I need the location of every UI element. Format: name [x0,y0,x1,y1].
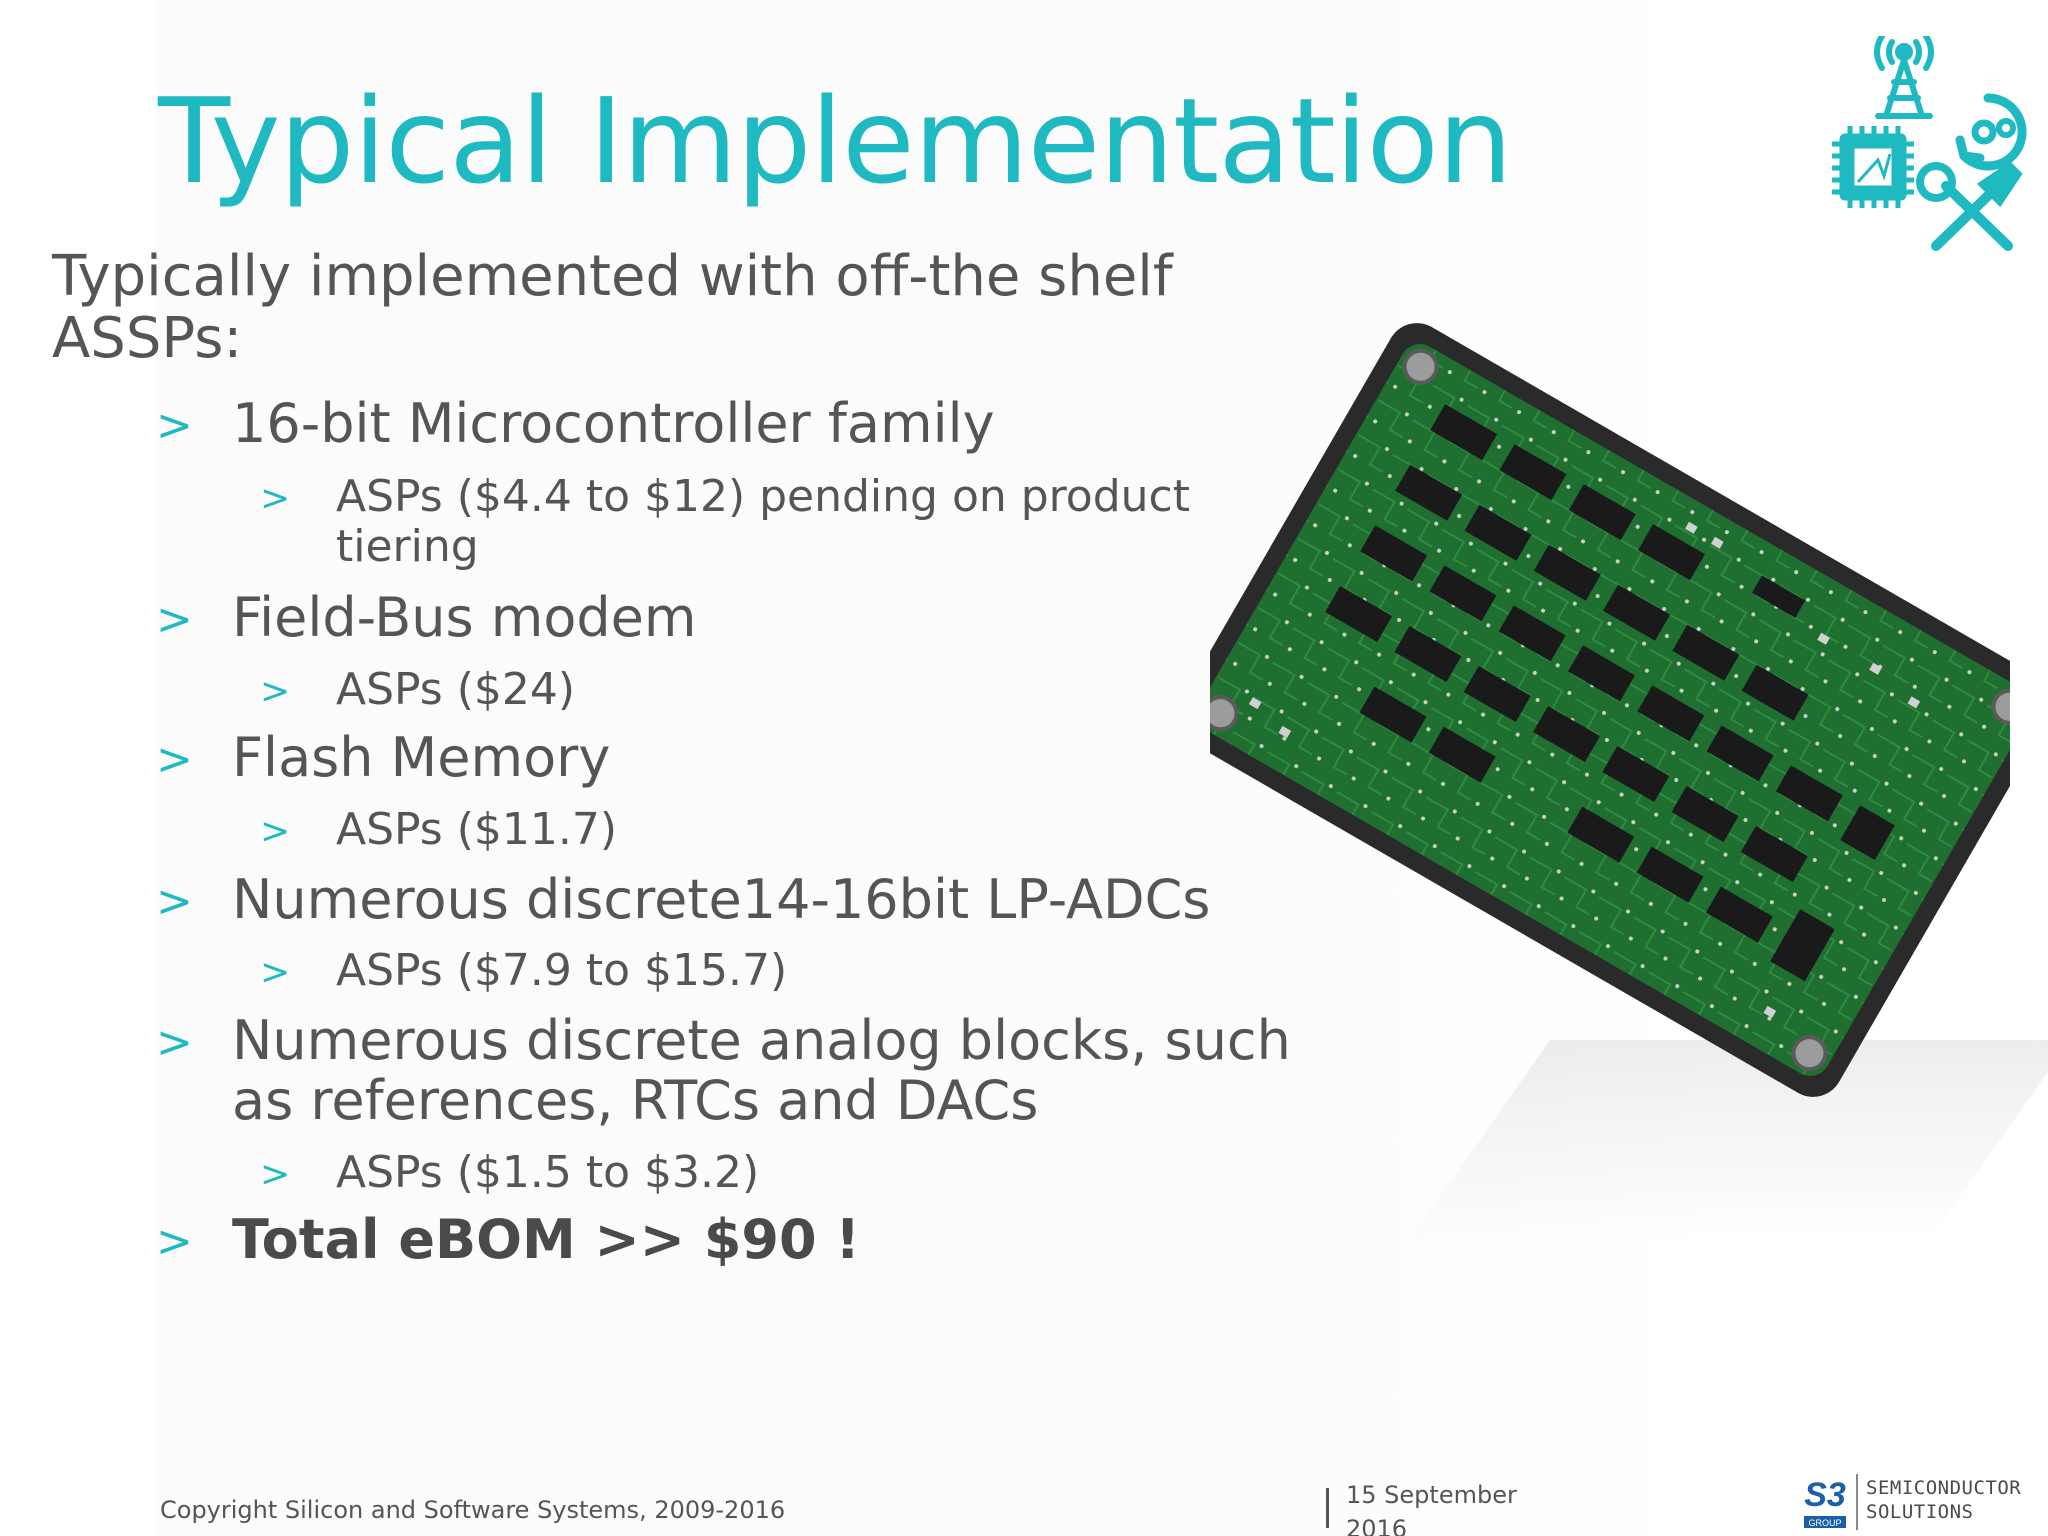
bullet-marker: > [156,734,193,785]
logo-divider [1856,1474,1858,1530]
sub-bullet-text: ASPs ($11.7) [336,804,617,855]
pcb-image [1210,323,2010,1097]
chip-icon [1832,126,1914,208]
logo-mark: S3 [1804,1476,1846,1514]
bullet-text: Numerous discrete14-16bit LP-ADCs [232,868,1211,931]
logo-line-2: SOLUTIONS [1866,1501,1974,1523]
bullet-marker: > [156,594,193,645]
bullet-marker: > [156,1216,193,1267]
company-logo: S3 GROUP SEMICONDUCTOR SOLUTIONS [1800,1472,2040,1532]
bullet-text: 16-bit Microcontroller family [232,392,995,455]
bullet-item: > Field-Bus modem [156,586,697,649]
bullet-item: > Numerous discrete analog blocks, such … [156,1009,1312,1132]
sub-bullet-text: ASPs ($1.5 to $3.2) [336,1147,760,1198]
bullet-text: Total eBOM >> $90 ! [232,1208,860,1271]
bullet-marker: > [260,811,291,852]
footer-divider [1326,1488,1329,1528]
footer-date: 15 September 2016 [1346,1481,1517,1536]
bullet-text: Field-Bus modem [232,586,697,649]
bullet-text: Flash Memory [232,726,611,789]
logo-group-text: GROUP [1808,1518,1841,1528]
bullet-item: > Flash Memory [156,726,611,789]
logo-text: SEMICONDUCTOR SOLUTIONS [1866,1476,2021,1524]
bullet-marker: > [156,1017,193,1068]
bullet-marker: > [156,876,193,927]
antenna-tower-icon [1874,36,1934,119]
s3-logo-icon: S3 GROUP [1804,1476,1846,1528]
header-icons [1832,36,2027,251]
bullet-item-total: > Total eBOM >> $90 ! [156,1208,860,1271]
sub-bullet-text: ASPs ($7.9 to $15.7) [336,945,788,996]
bullet-marker: > [260,1154,291,1195]
intro-text: Typically implemented with off-the shelf… [52,244,1173,371]
bullet-marker: > [260,478,291,519]
sub-bullet-item: > ASPs ($4.4 to $12) pending on product … [260,471,1216,572]
bullet-item: > Numerous discrete14-16bit LP-ADCs [156,868,1211,931]
sub-bullet-item: > ASPs ($11.7) [260,804,617,855]
bullet-item: > 16-bit Microcontroller family [156,392,995,455]
sub-bullet-text: ASPs ($4.4 to $12) pending on product ti… [336,471,1190,572]
bullet-marker: > [260,671,291,712]
slide-title: Typical Implementation [158,72,1513,210]
bullet-marker: > [156,400,193,451]
sub-bullet-item: > ASPs ($7.9 to $15.7) [260,945,788,996]
bullet-text: Numerous discrete analog blocks, such as… [232,1009,1291,1132]
bullet-marker: > [260,952,291,993]
sub-bullet-item: > ASPs ($1.5 to $3.2) [260,1147,760,1198]
sub-bullet-text: ASPs ($24) [336,664,576,715]
logo-line-1: SEMICONDUCTOR [1866,1477,2022,1499]
footer-copyright: Copyright Silicon and Software Systems, … [160,1496,786,1524]
sub-bullet-item: > ASPs ($24) [260,664,576,715]
gears-cycle-icon [1955,93,2027,171]
tools-icon [1916,161,2023,251]
